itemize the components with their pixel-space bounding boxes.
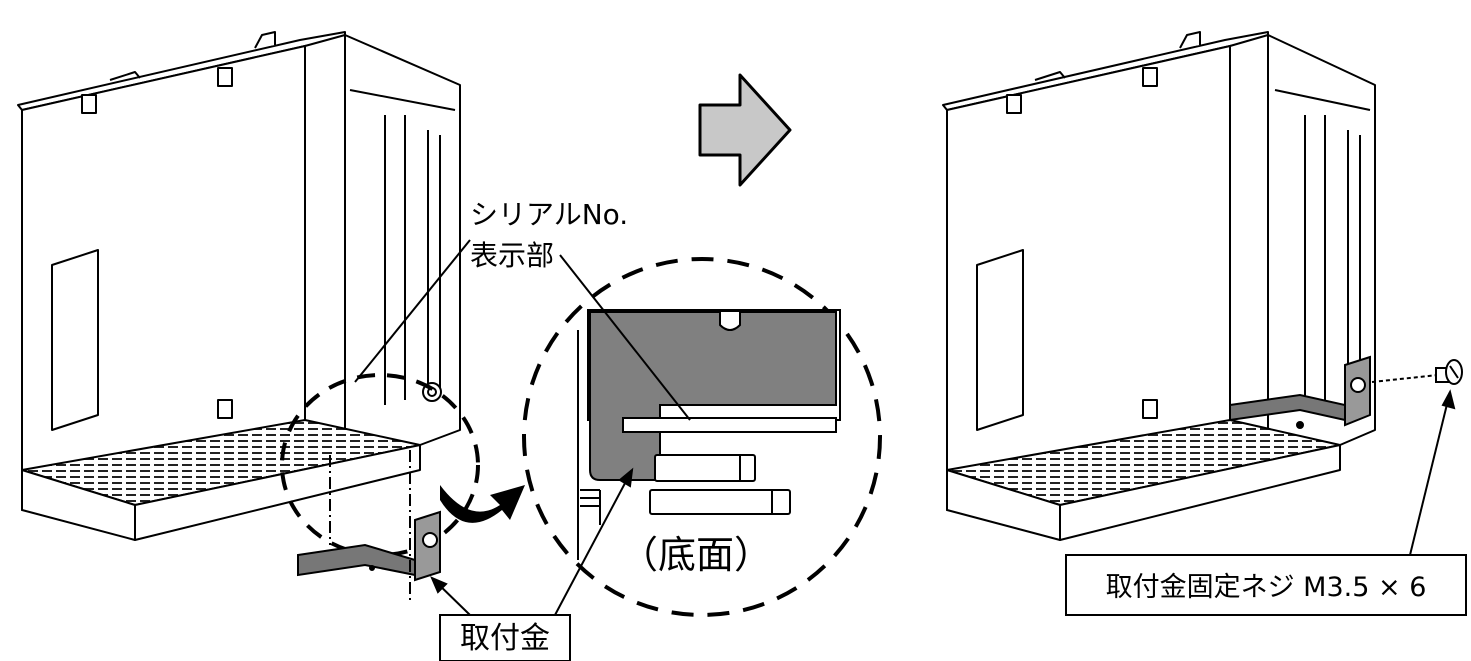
process-arrow: [698, 73, 792, 187]
bottom-view-label: （底面）: [620, 533, 772, 577]
bracket-label-box: [439, 614, 571, 661]
zoom-detail: [577, 309, 841, 560]
bracket-label: 取付金: [460, 621, 550, 656]
right-module: [942, 31, 1376, 541]
serial-leader-lines: [354, 239, 691, 421]
zoom-circle: [522, 257, 882, 617]
serial-label-line1: シリアルNo.: [470, 198, 628, 231]
serial-label-line2: 表示部: [470, 239, 554, 272]
attached-bracket: [1229, 355, 1371, 429]
screw-leader-line: [1409, 389, 1456, 556]
screw-label-box: [1065, 554, 1467, 616]
screw-icon: [1435, 359, 1463, 385]
screw-label: 取付金固定ネジ M3.5 × 6: [1106, 572, 1427, 603]
zoom-arrow: [440, 485, 525, 523]
screw-path: [1371, 374, 1439, 383]
guide-lines: [329, 450, 411, 600]
bracket-part: [297, 510, 441, 582]
bracket-leader-lines: [430, 467, 634, 616]
zoom-region-ellipse: [280, 373, 480, 557]
left-module: [17, 31, 461, 541]
